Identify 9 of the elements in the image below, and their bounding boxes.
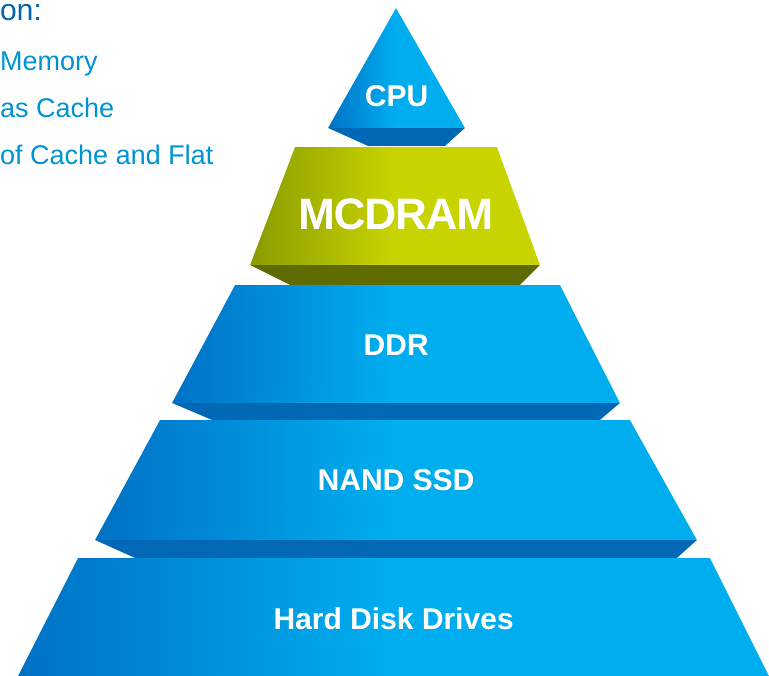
tier-label: Hard Disk Drives — [273, 602, 514, 638]
tier-label: NAND SSD — [318, 463, 474, 499]
option-text: Memory — [0, 45, 98, 78]
tier-label: DDR — [364, 328, 428, 364]
tier-label: CPU — [364, 79, 428, 115]
option-text: of Cache and Flat — [0, 139, 214, 172]
option-text: as Cache — [0, 92, 114, 125]
option-text: on: — [0, 0, 42, 29]
tier-label: MCDRAM — [298, 195, 492, 235]
